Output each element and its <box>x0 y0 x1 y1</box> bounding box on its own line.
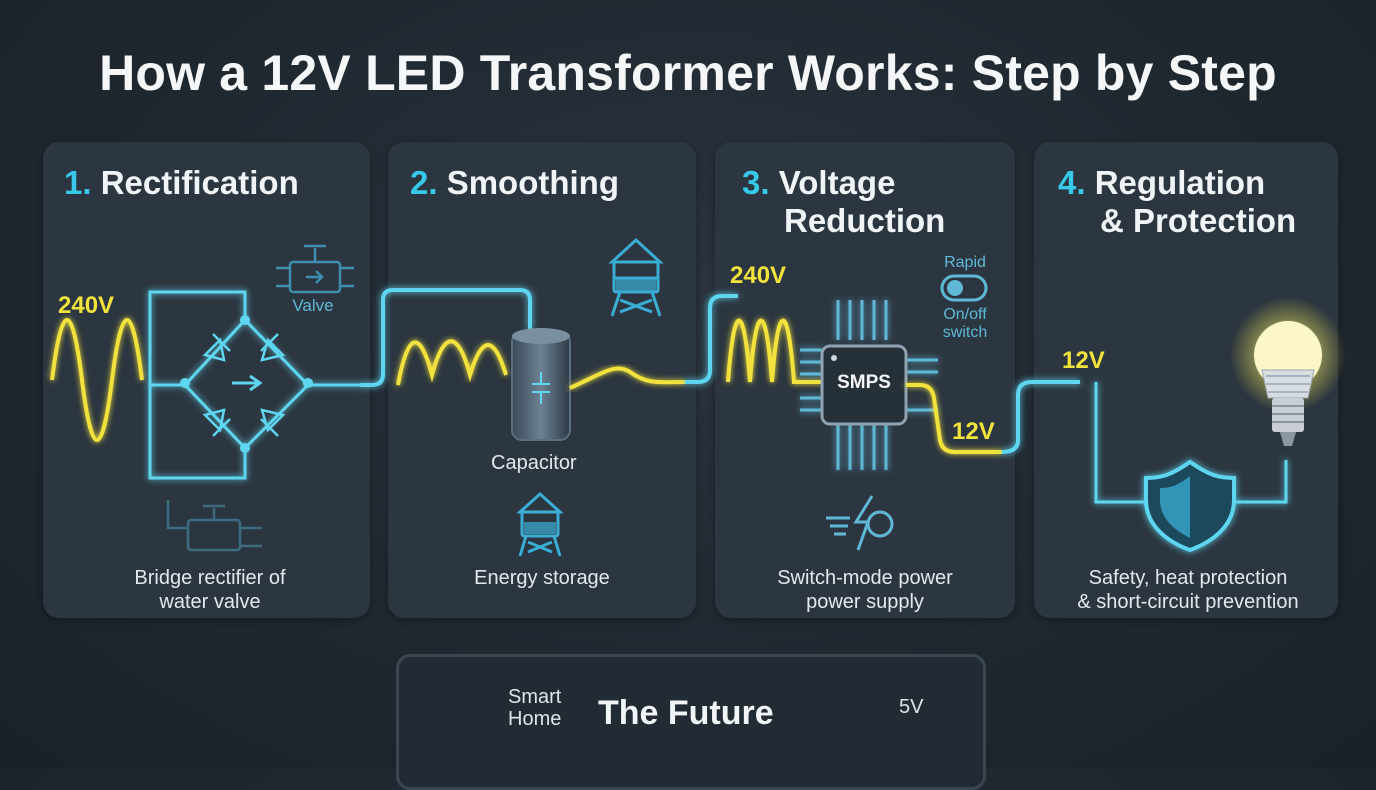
step4-voltage: 12V <box>1062 347 1105 374</box>
water-tower-icon <box>516 491 564 557</box>
smoothed-wave <box>569 366 686 390</box>
step1-input-voltage: 240V <box>58 292 115 319</box>
smps-chip-label: SMPS <box>837 372 891 393</box>
future-panel <box>396 654 986 790</box>
step4-title: 4. Regulation & Protection <box>1058 164 1297 239</box>
wire-link-1 <box>360 288 532 387</box>
step-card-rectification <box>43 142 370 618</box>
water-valve-icon <box>166 500 262 552</box>
toggle-switch-icon <box>940 274 988 302</box>
shield-icon <box>1144 459 1236 553</box>
step3-input-voltage: 240V <box>730 262 787 289</box>
rapid-label: Rapid <box>944 254 986 271</box>
smps-chip-icon <box>800 300 938 470</box>
led-bulb-icon <box>1230 297 1346 446</box>
valve-label: Valve <box>292 296 334 315</box>
page-title: How a 12V LED Transformer Works: Step by… <box>99 45 1277 101</box>
step2-caption: Energy storage <box>474 567 610 589</box>
usb-voltage-label: 5V <box>899 696 924 718</box>
ac-wave-240v-step3 <box>726 318 822 384</box>
rectified-wave <box>396 339 508 386</box>
step1-title: 1. Rectification <box>64 164 299 201</box>
future-title: The Future <box>598 694 774 732</box>
capacitor-icon <box>511 328 571 441</box>
step3-title: 3. Voltage Reduction <box>742 164 946 239</box>
bridge-rectifier-icon <box>148 290 360 480</box>
step3-output-voltage: 12V <box>952 418 995 445</box>
ac-wave-240v <box>50 318 144 442</box>
water-tower-icon <box>608 237 664 317</box>
circuit-diagram <box>50 237 1346 746</box>
lightning-bolt-icon <box>826 495 894 551</box>
step4-caption: Safety, heat protection& short-circuit p… <box>1077 567 1299 613</box>
water-valve-icon <box>276 244 354 294</box>
step2-title: 2. Smoothing <box>410 164 620 201</box>
capacitor-label: Capacitor <box>491 452 577 474</box>
